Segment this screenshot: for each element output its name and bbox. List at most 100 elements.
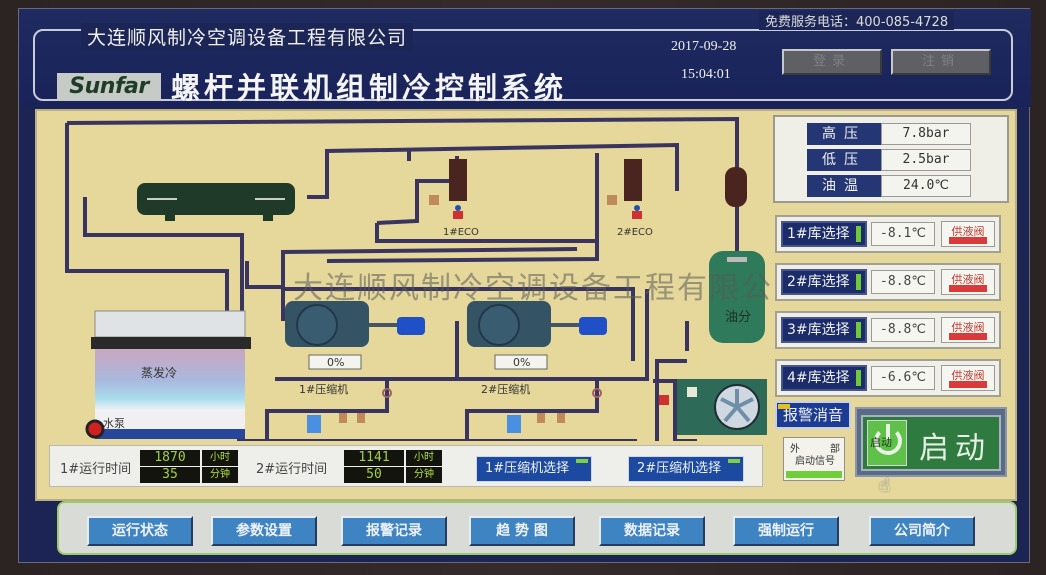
alarm-mute-button[interactable]: 报警消音 <box>775 401 851 429</box>
header: 大连顺风制冷空调设备工程有限公司 免费服务电话：400-085-4728 Sun… <box>19 9 1031 107</box>
logout-button[interactable]: 注销 <box>891 49 991 75</box>
room-3-valve-indicator: 供液阀 <box>941 317 995 343</box>
header-frame <box>33 29 1013 101</box>
svg-text:0%: 0% <box>513 356 530 369</box>
runtime-panel: 1#运行时间 1870 小时 35 分钟 2#运行时间 1141 小时 50 分… <box>49 445 763 487</box>
oil-separator: 油分 <box>709 251 765 343</box>
room-2-valve-indicator: 供液阀 <box>941 269 995 295</box>
room-4-panel: 4#库选择 -6.6℃ 供液阀 <box>775 359 1001 397</box>
c2-minutes: 50 <box>344 467 404 483</box>
hand-cursor-icon: ☝ <box>879 475 890 496</box>
nav-alarm-records[interactable]: 报警记录 <box>341 516 447 546</box>
c2-hours: 1141 <box>344 450 404 466</box>
room-2-valve-label: 供液阀 <box>951 273 985 286</box>
eco1-heat-exchanger: 1#ECO <box>429 159 479 238</box>
svg-text:水泵: 水泵 <box>103 417 125 430</box>
start-frame: 启动 启动 <box>855 407 1007 477</box>
low-pressure-row: 低压 2.5bar <box>807 149 971 171</box>
start-button[interactable]: 启动 启动 <box>861 415 1001 471</box>
login-button[interactable]: 登录 <box>782 49 882 75</box>
room-3-panel: 3#库选择 -8.8℃ 供液阀 <box>775 311 1001 349</box>
high-pressure-row: 高压 7.8bar <box>807 123 971 145</box>
nav-trend-chart[interactable]: 趋 势 图 <box>469 516 575 546</box>
compressor-1-select-button[interactable]: 1#压缩机选择 <box>476 456 592 482</box>
room-1-valve-bar <box>949 237 987 244</box>
nav-forced-run[interactable]: 强制运行 <box>733 516 839 546</box>
accumulator <box>725 167 747 207</box>
room-2-temp: -8.8℃ <box>871 270 935 294</box>
alarm-led <box>778 404 790 409</box>
room-2-panel: 2#库选择 -8.8℃ 供液阀 <box>775 263 1001 301</box>
room-1-label: 1#库选择 <box>787 226 850 242</box>
room-1-select-button[interactable]: 1#库选择 <box>781 221 867 247</box>
oil-temp-label: 油温 <box>807 175 881 197</box>
room-3-temp: -8.8℃ <box>871 318 935 342</box>
c2-hours-unit: 小时 <box>406 450 442 466</box>
room-3-led <box>856 322 861 338</box>
svg-text:0%: 0% <box>327 356 344 369</box>
ext-signal-label-b: 部 <box>830 444 840 455</box>
oil-temp-value: 24.0℃ <box>881 175 971 197</box>
room-4-temp: -6.6℃ <box>871 366 935 390</box>
ext-signal-label: 启动信号 <box>795 456 835 467</box>
nav-run-status[interactable]: 运行状态 <box>87 516 193 546</box>
nav-data-records[interactable]: 数据记录 <box>599 516 705 546</box>
start-icon-label: 启动 <box>870 436 892 449</box>
high-pressure-value: 7.8bar <box>881 123 971 145</box>
external-start-signal: 外部 启动信号 <box>783 437 845 481</box>
compressor-1-led <box>576 459 588 463</box>
room-4-valve-label: 供液阀 <box>951 369 985 382</box>
oil-temp-row: 油温 24.0℃ <box>807 175 971 197</box>
start-label: 启动 <box>919 431 991 466</box>
c1-hours: 1870 <box>140 450 200 466</box>
sunfar-logo: Sunfar <box>57 73 161 101</box>
room-4-label: 4#库选择 <box>787 370 850 386</box>
bottom-nav: 运行状态 参数设置 报警记录 趋 势 图 数据记录 强制运行 公司简介 <box>57 501 1017 555</box>
nav-parameter-settings[interactable]: 参数设置 <box>211 516 317 546</box>
room-4-valve-bar <box>949 381 987 388</box>
system-title: 螺杆并联机组制冷控制系统 <box>171 71 568 105</box>
compressor-1-select-label: 1#压缩机选择 <box>485 461 570 476</box>
ext-signal-indicator <box>786 471 842 478</box>
hmi-screen: 大连顺风制冷空调设备工程有限公司 免费服务电话：400-085-4728 Sun… <box>18 8 1031 563</box>
room-4-select-button[interactable]: 4#库选择 <box>781 365 867 391</box>
room-3-select-button[interactable]: 3#库选择 <box>781 317 867 343</box>
eco2-heat-exchanger: 2#ECO <box>607 159 653 238</box>
watermark-text: 大连顺风制冷空调设备工程有限公司 <box>293 272 805 305</box>
c1-minutes: 35 <box>140 467 200 483</box>
current-date: 2017-09-28 <box>671 39 737 54</box>
c2-runtime-label: 2#运行时间 <box>256 462 328 477</box>
c1-hours-unit: 小时 <box>202 450 238 466</box>
svg-text:1#ECO: 1#ECO <box>443 227 479 238</box>
refrigeration-diagram: 1#ECO 2#ECO 油分 <box>65 116 767 441</box>
room-1-valve-label: 供液阀 <box>951 225 985 238</box>
high-pressure-label: 高压 <box>807 123 881 145</box>
air-condenser <box>677 379 767 435</box>
room-1-temp: -8.1℃ <box>871 222 935 246</box>
compressor-2: 0% 2#压缩机 <box>467 301 669 433</box>
room-1-panel: 1#库选择 -8.1℃ 供液阀 <box>775 215 1001 253</box>
alarm-mute-label: 报警消音 <box>782 406 843 424</box>
room-3-valve-label: 供液阀 <box>951 321 985 334</box>
room-4-valve-indicator: 供液阀 <box>941 365 995 391</box>
compressor-2-select-label: 2#压缩机选择 <box>637 461 722 476</box>
evaporative-condenser: 蒸发冷 水泵 <box>85 310 251 439</box>
low-pressure-value: 2.5bar <box>881 149 971 171</box>
receiver-tank <box>137 183 295 221</box>
low-pressure-label: 低压 <box>807 149 881 171</box>
room-1-valve-indicator: 供液阀 <box>941 221 995 247</box>
nav-company-profile[interactable]: 公司简介 <box>869 516 975 546</box>
room-2-select-button[interactable]: 2#库选择 <box>781 269 867 295</box>
room-1-led <box>856 226 861 242</box>
power-icon: 启动 <box>867 420 907 466</box>
c1-minutes-unit: 分钟 <box>202 467 238 483</box>
room-2-label: 2#库选择 <box>787 274 850 290</box>
svg-text:1#压缩机: 1#压缩机 <box>299 382 348 396</box>
room-3-valve-bar <box>949 333 987 340</box>
c2-minutes-unit: 分钟 <box>406 467 442 483</box>
current-time: 15:04:01 <box>681 67 731 82</box>
compressor-2-led <box>728 459 740 463</box>
room-2-valve-bar <box>949 285 987 292</box>
room-4-led <box>856 370 861 386</box>
compressor-2-select-button[interactable]: 2#压缩机选择 <box>628 456 744 482</box>
